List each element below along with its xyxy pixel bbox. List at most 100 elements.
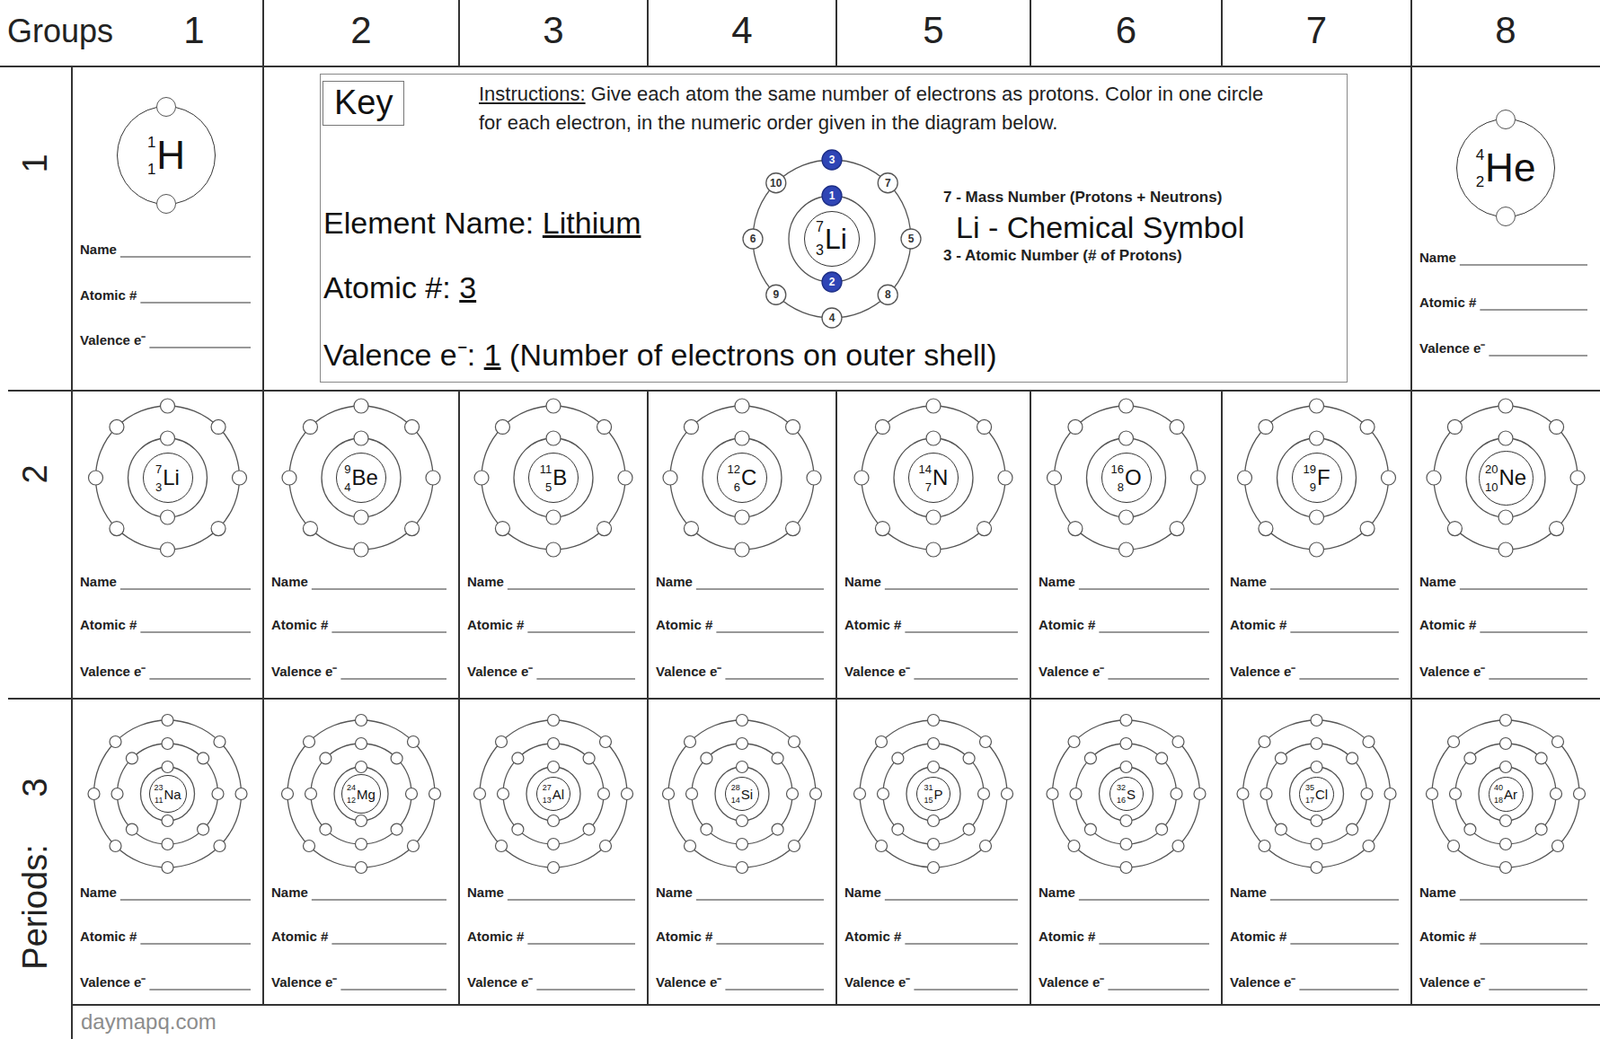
atomic-number-field: Atomic # <box>79 286 137 305</box>
chemical-symbol: P <box>934 787 944 802</box>
nuclide-notation: 126C <box>727 463 758 494</box>
answer-blank <box>340 678 447 680</box>
atomic-number-field: Atomic # <box>844 928 902 946</box>
key-annotation: 7 - Mass Number (Protons + Neutrons) <box>943 188 1222 206</box>
electron-slot <box>212 788 224 801</box>
answer-blank <box>724 989 824 991</box>
electron-slot <box>512 823 524 836</box>
element-name-field: Name <box>1419 573 1457 592</box>
electron-slot <box>1120 761 1132 774</box>
answer-blank <box>507 588 636 590</box>
electron-slot <box>928 862 940 875</box>
electron-slot <box>734 510 750 525</box>
nucleon-numbers: 2412 <box>346 784 356 805</box>
electron-slot <box>1362 839 1375 852</box>
answer-blank <box>1098 631 1210 633</box>
group-number: 8 <box>1494 8 1516 53</box>
electron-slot <box>736 815 749 828</box>
chemical-symbol: Mg <box>356 787 376 802</box>
electron-slot <box>548 815 560 828</box>
atomic-number-field: Atomic # <box>271 928 328 946</box>
electron-slot <box>160 431 176 446</box>
element-name-row: Element Name:Lithium <box>323 204 641 241</box>
group-number: 3 <box>542 8 564 53</box>
answer-blank <box>311 899 447 901</box>
electron-shell <box>334 767 389 822</box>
electron-slot <box>1500 761 1512 774</box>
atomic-number-field: Atomic # <box>655 616 713 635</box>
answer-blank <box>331 631 447 633</box>
column-rule <box>458 0 460 67</box>
column-rule <box>1410 66 1413 391</box>
nuclide-notation: 11H <box>147 134 186 177</box>
electron-slot <box>877 284 898 305</box>
period-column-rule <box>70 66 73 1039</box>
nucleon-numbers: 3216 <box>1116 784 1126 805</box>
electron-slot <box>197 752 210 765</box>
electron-shell <box>859 720 1008 868</box>
electron-slot <box>406 788 418 801</box>
answer-blank <box>140 943 251 945</box>
electron-slot <box>1191 470 1206 486</box>
electron-slot <box>926 542 941 557</box>
electron-slot <box>109 521 124 537</box>
electron-slot <box>1500 839 1512 851</box>
electron-slot <box>1551 839 1564 852</box>
key-label-box: Key <box>322 80 405 126</box>
nucleon-numbers: 2814 <box>731 784 741 805</box>
electron-slot <box>495 736 508 749</box>
electron-shell <box>715 767 770 822</box>
mass-number: 28 <box>731 784 741 793</box>
electron-slot <box>1069 788 1082 801</box>
electron-slot <box>1258 736 1271 749</box>
electron-slot <box>355 862 368 875</box>
electron-slot <box>928 839 940 851</box>
electron-slot <box>1381 470 1397 486</box>
nuclide-notation: 168O <box>1110 463 1141 494</box>
electron-slot <box>1360 419 1375 434</box>
element-name-field: Name <box>655 883 693 902</box>
electron-slot <box>213 839 226 852</box>
electron-slot <box>1119 431 1134 446</box>
electron-slot <box>406 839 419 852</box>
electron-shell <box>117 743 219 845</box>
periods-heading: Periods: <box>16 844 56 970</box>
electron-slot <box>583 752 595 765</box>
atomic-number: 8 <box>1117 481 1124 494</box>
answer-blank <box>140 301 251 303</box>
electron-slot <box>302 419 318 434</box>
electron-slot <box>877 788 890 801</box>
electron-slot <box>161 715 174 727</box>
group-number: 6 <box>1115 8 1137 53</box>
electron-slot <box>926 510 941 525</box>
nucleon-numbers: 94 <box>344 463 351 494</box>
nucleon-numbers: 199 <box>1302 463 1316 494</box>
electron-shell <box>788 195 876 283</box>
electron-slot <box>1068 736 1080 749</box>
electron-slot <box>597 419 612 434</box>
answer-blank <box>311 588 447 590</box>
electron-shell <box>1087 438 1167 518</box>
electron-slot <box>1448 839 1460 852</box>
valence-electrons-field: Valence e⁻ <box>467 662 533 681</box>
answer-blank <box>1290 631 1399 633</box>
atom-nucleus: 42He <box>1456 118 1556 218</box>
electron-slot <box>1535 752 1547 765</box>
electron-slot <box>1310 715 1323 727</box>
electron-slot <box>662 788 675 801</box>
electron-shell <box>691 743 793 845</box>
electron-slot <box>686 788 699 801</box>
column-rule <box>1410 0 1413 67</box>
groups-heading: Groups <box>7 12 114 50</box>
electron-slot <box>1549 521 1565 537</box>
atomic-number-field: Atomic # <box>655 928 713 946</box>
electron-slot <box>88 788 100 801</box>
nuclide-notation: 2010Ne <box>1485 463 1527 494</box>
electron-shell <box>670 406 814 550</box>
row-rule <box>8 698 1600 700</box>
electron-shell <box>752 159 911 319</box>
atomic-number: 15 <box>923 796 933 805</box>
column-rule <box>262 390 265 1006</box>
electron-slot <box>1310 761 1323 774</box>
